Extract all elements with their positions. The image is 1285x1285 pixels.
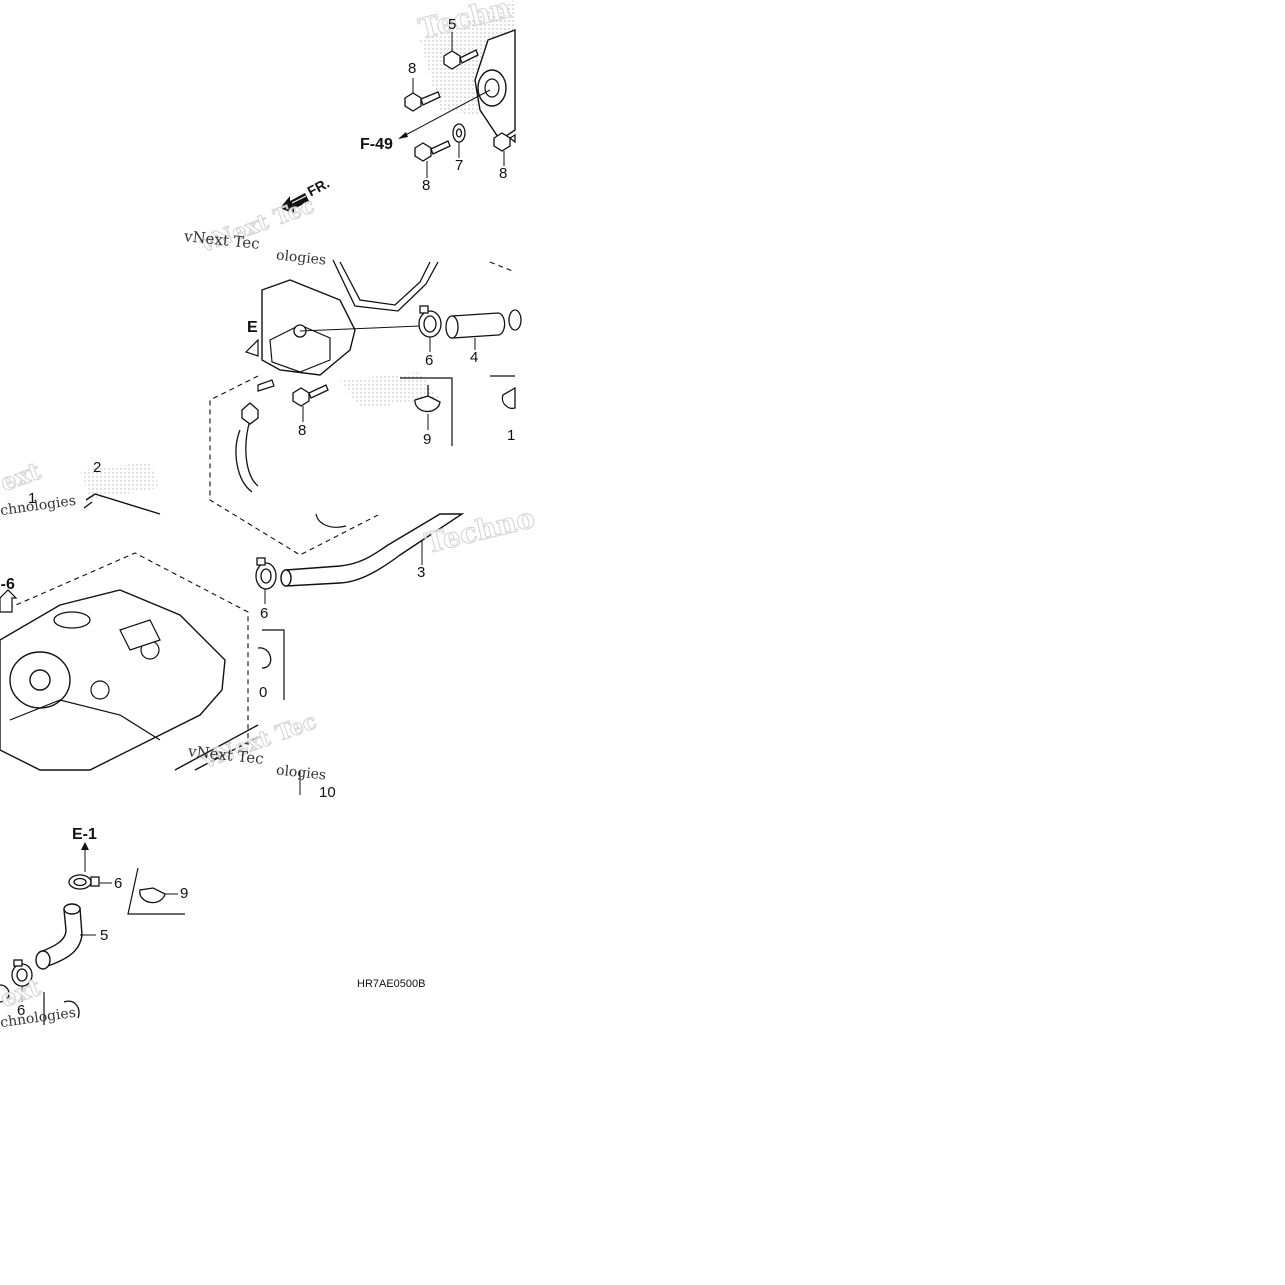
reference-e6: E-6	[0, 576, 15, 593]
bolt-8-top-2	[414, 140, 451, 162]
callout-8-mid: 8	[298, 422, 307, 439]
hose-5	[35, 903, 83, 970]
callout-0: 0	[259, 684, 268, 701]
hose-3	[280, 513, 465, 587]
tile-middle	[244, 258, 522, 446]
tile-center	[209, 261, 516, 795]
callout-7: 7	[455, 157, 464, 174]
hose-4	[445, 312, 506, 339]
hose-clamp-6-mid	[418, 305, 442, 338]
callout-1-mid: 1	[507, 427, 516, 444]
washer-7	[452, 123, 466, 143]
callout-2: 2	[93, 459, 102, 476]
tile-bottom	[0, 842, 185, 1025]
tile-top	[280, 0, 516, 214]
callout-6-bottom-low: 6	[17, 1002, 26, 1019]
callout-6-center: 6	[260, 605, 269, 622]
callout-6-bottom-top: 6	[114, 875, 123, 892]
callout-6-mid: 6	[425, 352, 434, 369]
callout-8-top-right: 8	[499, 165, 508, 182]
callout-5-top: 5	[448, 16, 457, 33]
callout-5: 5	[100, 927, 109, 944]
reference-e1: E-1	[72, 826, 97, 843]
callout-9-bottom: 9	[180, 885, 189, 902]
part-code: HR7AE0500B	[357, 978, 426, 990]
callout-1-left: 1	[28, 490, 37, 507]
bolt-8-top-3	[493, 132, 516, 152]
bolt-8-mid	[292, 384, 329, 407]
hose-clamp-6-center	[255, 557, 277, 590]
hose-clamp-6-bottom-top	[68, 874, 100, 890]
bolt-8-top-1	[404, 91, 441, 112]
tile-left	[0, 462, 259, 771]
callout-3: 3	[417, 564, 426, 581]
callout-9-mid: 9	[423, 431, 432, 448]
callout-8-top-left: 8	[408, 60, 417, 77]
callout-8-top-bottom: 8	[422, 177, 431, 194]
callout-10: 10	[319, 784, 336, 801]
reference-e: E	[247, 319, 258, 336]
callout-4: 4	[470, 349, 479, 366]
bolt-5-top	[443, 49, 479, 70]
reference-f49: F-49	[360, 136, 393, 153]
clip-9-mid	[414, 385, 441, 413]
clip-9-bottom	[139, 887, 166, 904]
front-direction-arrow-icon	[280, 193, 309, 214]
